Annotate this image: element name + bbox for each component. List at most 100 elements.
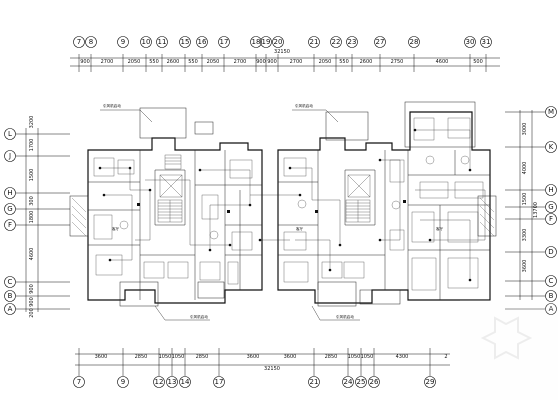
callout-bottom-mid: 引风机启动 <box>311 305 360 321</box>
right-axis-bubble: H <box>545 184 557 196</box>
svg-text:900: 900 <box>267 59 277 65</box>
bottom-axis-bubble: 14 <box>179 376 191 388</box>
svg-text:引风机启动: 引风机启动 <box>103 103 121 108</box>
svg-text:15: 15 <box>181 38 190 46</box>
svg-text:900: 900 <box>29 297 35 307</box>
right-axis-bubble: B <box>545 290 557 302</box>
bottom-axis-bubble: 9 <box>117 376 129 388</box>
svg-text:G: G <box>548 203 553 211</box>
svg-text:22: 22 <box>332 38 341 46</box>
svg-text:20: 20 <box>274 38 283 46</box>
svg-text:G: G <box>7 205 12 213</box>
svg-text:9: 9 <box>121 38 125 46</box>
floor-plan: 客厅 客厅 客厅 <box>69 101 497 307</box>
bottom-axis-bubble: 26 <box>368 376 380 388</box>
top-axis-bubble: 20 <box>272 36 284 48</box>
left-axis-bubble: H <box>4 187 16 199</box>
top-axis-bubble: 16 <box>196 36 208 48</box>
svg-text:8: 8 <box>89 38 93 46</box>
svg-text:2850: 2850 <box>325 354 338 360</box>
svg-text:J: J <box>8 152 11 160</box>
svg-text:10: 10 <box>142 38 151 46</box>
svg-text:900: 900 <box>80 59 90 65</box>
left-axis-bubble: J <box>4 150 16 162</box>
svg-text:25: 25 <box>357 378 366 386</box>
top-axis-bubble: 15 <box>179 36 191 48</box>
svg-text:2700: 2700 <box>101 59 114 65</box>
svg-text:M: M <box>548 108 554 116</box>
svg-text:24: 24 <box>344 378 353 386</box>
bottom-axis-bubble: 21 <box>308 376 320 388</box>
svg-text:1800: 1800 <box>29 211 35 224</box>
bottom-axis-bubble: 24 <box>342 376 354 388</box>
svg-text:C: C <box>8 278 13 286</box>
svg-text:2750: 2750 <box>391 59 404 65</box>
svg-text:550: 550 <box>188 59 198 65</box>
left-axis-bubble: F <box>4 219 16 231</box>
bottom-axis-bubble: 7 <box>73 376 85 388</box>
svg-text:13700: 13700 <box>533 202 539 218</box>
left-axis-bubble: L <box>4 128 16 140</box>
svg-text:23: 23 <box>348 38 357 46</box>
svg-text:9: 9 <box>121 378 125 386</box>
top-axis-bubble: 9 <box>117 36 129 48</box>
svg-text:12: 12 <box>155 378 164 386</box>
svg-text:B: B <box>8 292 13 300</box>
top-axis-bubble: 17 <box>218 36 230 48</box>
room-tag: 客厅 <box>112 226 120 231</box>
top-axis-row: 7 8 9 10 11 15 16 17 18 19 20 21 22 23 2… <box>70 36 500 72</box>
svg-text:27: 27 <box>376 38 385 46</box>
left-axis-bubble: A <box>4 303 16 315</box>
top-axis-bubble: 8 <box>85 36 97 48</box>
left-axis-column: L J H G F C B A <box>4 128 70 315</box>
svg-text:1050: 1050 <box>361 354 374 360</box>
svg-text:3600: 3600 <box>522 260 528 273</box>
top-axis-bubble: 30 <box>464 36 476 48</box>
top-axis-bubble: 28 <box>408 36 420 48</box>
left-dimension-segments: 3200 1700 1500 300 1800 4600 900 900 200 <box>29 116 35 318</box>
svg-text:F: F <box>8 221 12 229</box>
svg-text:13: 13 <box>168 378 177 386</box>
svg-text:4600: 4600 <box>436 59 449 65</box>
svg-text:500: 500 <box>473 59 483 65</box>
top-axis-bubble: 22 <box>330 36 342 48</box>
right-axis-bubble: C <box>545 275 557 287</box>
svg-text:14: 14 <box>181 378 190 386</box>
left-axis-bubble: G <box>4 203 16 215</box>
svg-text:H: H <box>7 189 12 197</box>
svg-text:200: 200 <box>29 308 35 318</box>
svg-text:A: A <box>8 305 13 313</box>
svg-text:550: 550 <box>339 59 349 65</box>
bottom-axis-bubble: 13 <box>166 376 178 388</box>
top-axis-bubble: 10 <box>140 36 152 48</box>
svg-text:F: F <box>549 215 553 223</box>
svg-text:2850: 2850 <box>135 354 148 360</box>
svg-text:19: 19 <box>262 38 271 46</box>
svg-text:18: 18 <box>252 38 261 46</box>
left-axis-bubble: B <box>4 290 16 302</box>
callout-top-mid: 引风机启动 <box>292 103 339 123</box>
svg-text:300: 300 <box>29 196 35 206</box>
top-total-dimension: 32150 <box>274 49 290 55</box>
svg-text:1500: 1500 <box>29 169 35 182</box>
svg-text:21: 21 <box>310 378 319 386</box>
bottom-dimension-segments: 3600 2850 1050 1050 2850 3600 3600 2850 … <box>95 354 448 360</box>
svg-text:L: L <box>8 130 12 138</box>
right-axis-bubble: M <box>545 106 557 118</box>
svg-text:3000: 3000 <box>522 123 528 136</box>
svg-text:1050: 1050 <box>172 354 185 360</box>
svg-text:1050: 1050 <box>348 354 361 360</box>
svg-text:2850: 2850 <box>196 354 209 360</box>
right-axis-bubble: D <box>545 246 557 258</box>
svg-text:30: 30 <box>466 38 475 46</box>
svg-text:900: 900 <box>29 284 35 294</box>
callout-top-left: 引风机启动 <box>100 103 153 123</box>
svg-text:2700: 2700 <box>234 59 247 65</box>
svg-text:11: 11 <box>158 38 167 46</box>
top-axis-bubble: 11 <box>156 36 168 48</box>
bottom-total-dimension: 32150 <box>264 366 280 372</box>
top-axis-bubble: 21 <box>308 36 320 48</box>
svg-text:17: 17 <box>215 378 224 386</box>
svg-text:A: A <box>549 305 554 313</box>
